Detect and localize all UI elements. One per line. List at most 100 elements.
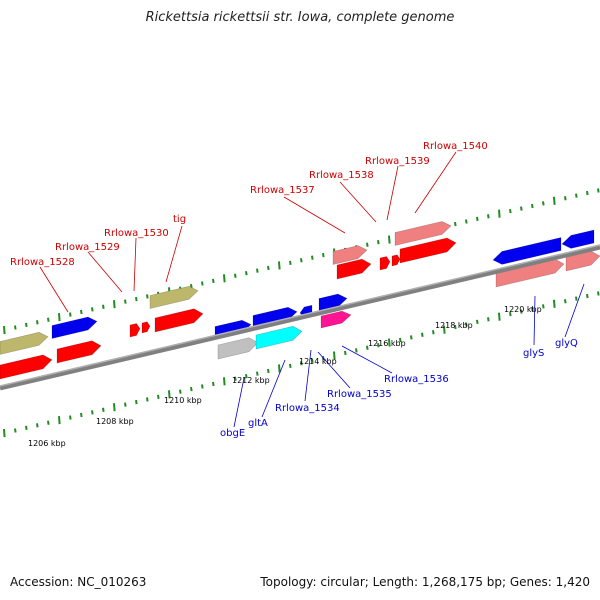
upper-dot-mark xyxy=(124,299,127,304)
gene-arrow-tig-red xyxy=(154,308,204,333)
upper-dot-mark xyxy=(597,188,600,193)
label-connector xyxy=(283,196,346,234)
upper-dot-mark xyxy=(388,235,391,244)
upper-dot-mark xyxy=(201,281,204,286)
lower-dot-mark xyxy=(223,377,226,386)
upper-dot-mark xyxy=(322,252,325,258)
label-connector xyxy=(533,295,536,346)
lower-dot-mark xyxy=(190,386,193,392)
backbone-line xyxy=(0,244,600,391)
lower-dot-mark xyxy=(80,412,83,418)
tick-label: 1212 kbp xyxy=(232,376,270,385)
gene-arrow-gltA-cyan xyxy=(255,325,303,350)
label-connector xyxy=(564,283,585,338)
lower-dot-mark xyxy=(531,306,534,312)
upper-dot-mark xyxy=(3,325,6,335)
upper-dot-mark xyxy=(289,260,292,265)
upper-dot-mark xyxy=(531,203,534,209)
gene-label-top: Rrlowa_1530 xyxy=(104,228,169,239)
gene-label-top: Rrlowa_1540 xyxy=(423,141,488,152)
lower-dot-mark xyxy=(344,350,347,356)
gene-arrow-salmon xyxy=(394,221,452,246)
upper-dot-mark xyxy=(267,265,270,271)
gene-arrow-small-red xyxy=(129,323,141,338)
label-connector xyxy=(317,351,351,389)
lower-dot-mark xyxy=(432,330,435,335)
gene-label-top: tig xyxy=(173,214,186,225)
lower-dot-mark xyxy=(421,332,424,337)
upper-dot-mark xyxy=(520,206,523,211)
upper-dot-mark xyxy=(91,307,94,312)
tick-label: 1220 kbp xyxy=(504,305,542,314)
lower-dot-mark xyxy=(443,325,446,334)
gene-label-bottom: obgE xyxy=(220,428,245,439)
gene-arrow-obgE-gray xyxy=(217,337,259,360)
lower-dot-mark xyxy=(553,299,556,308)
lower-dot-mark xyxy=(542,304,545,309)
gene-label-bottom: Rrlowa_1535 xyxy=(327,389,392,400)
gene-arrow-red xyxy=(56,340,102,364)
gene-arrow-red xyxy=(336,258,372,280)
upper-dot-mark xyxy=(80,309,83,315)
upper-dot-mark xyxy=(102,304,105,309)
gene-label-top: Rrlowa_1528 xyxy=(10,257,75,268)
label-connector xyxy=(414,151,457,214)
label-connector xyxy=(133,237,137,292)
lower-dot-mark xyxy=(520,309,523,314)
label-connector xyxy=(341,345,393,374)
upper-dot-mark xyxy=(256,268,259,273)
lower-dot-mark xyxy=(135,399,138,405)
label-connector xyxy=(87,251,123,293)
upper-dot-mark xyxy=(553,196,556,205)
label-connector xyxy=(339,181,377,223)
upper-dot-mark xyxy=(14,325,17,330)
gene-arrow-red xyxy=(0,354,53,380)
tick-label: 1210 kbp xyxy=(164,396,202,405)
upper-dot-mark xyxy=(223,274,226,283)
lower-dot-mark xyxy=(586,293,589,299)
upper-dot-mark xyxy=(58,313,61,322)
lower-dot-mark xyxy=(476,319,479,325)
upper-dot-mark xyxy=(311,255,314,260)
tick-label: 1216 kbp xyxy=(368,339,406,348)
lower-dot-mark xyxy=(399,337,402,343)
lower-dot-mark xyxy=(289,363,292,368)
gene-arrow-small-red xyxy=(141,321,151,334)
lower-dot-mark xyxy=(465,322,468,327)
label-connector xyxy=(261,359,286,418)
backbone-highlight xyxy=(0,244,600,387)
lower-dot-mark xyxy=(47,420,50,425)
gene-label-bottom: Rrlowa_1534 xyxy=(275,403,340,414)
gene-label-bottom: gltA xyxy=(248,418,268,429)
upper-dot-mark xyxy=(69,312,72,317)
upper-dot-mark xyxy=(245,271,248,276)
lower-dot-mark xyxy=(124,402,127,407)
upper-dot-mark xyxy=(278,261,281,270)
lower-dot-mark xyxy=(168,390,171,399)
lower-dot-mark xyxy=(201,384,204,389)
lower-dot-mark xyxy=(267,368,270,374)
lower-dot-mark xyxy=(388,338,391,347)
upper-dot-mark xyxy=(377,240,380,245)
upper-dot-mark xyxy=(36,320,39,325)
upper-dot-mark xyxy=(366,242,369,247)
label-connector xyxy=(304,349,312,402)
gene-arrow-small-red xyxy=(379,256,391,271)
gene-arrow-olive xyxy=(0,331,49,355)
gene-labels: Rrlowa_1528Rrlowa_1529Rrlowa_1530tigRrlo… xyxy=(10,141,578,439)
tick-label: 1208 kbp xyxy=(96,417,134,426)
upper-dot-mark xyxy=(586,190,589,196)
upper-dot-mark xyxy=(190,283,193,289)
gene-arrow-glyS-blue xyxy=(492,237,562,265)
lower-dot-mark xyxy=(14,428,17,433)
lower-dot-mark xyxy=(245,374,248,379)
lower-dot-mark xyxy=(355,348,358,353)
gene-label-top: Rrlowa_1538 xyxy=(309,170,374,181)
upper-dot-mark xyxy=(476,216,479,222)
gene-label-top: Rrlowa_1537 xyxy=(250,185,315,196)
lower-dot-mark xyxy=(454,324,457,330)
upper-dot-mark xyxy=(498,209,501,218)
gene-arrow-glyQ-blue xyxy=(561,229,595,249)
